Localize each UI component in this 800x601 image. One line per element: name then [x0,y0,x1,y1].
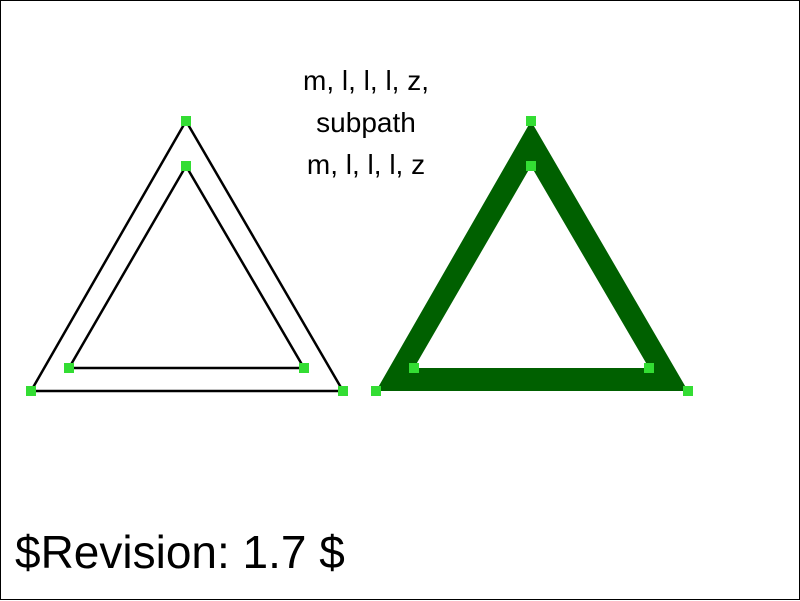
filled-subpath-triangles [376,121,688,391]
vertex-markers [26,116,693,396]
caption-line-1: m, l, l, l, z, [303,65,429,96]
vertex-marker [526,161,536,171]
vertex-marker [181,116,191,126]
vertex-marker [338,386,348,396]
caption-line-3: m, l, l, l, z [306,149,426,180]
outlined-subpath-triangles [28,118,346,393]
vertex-marker [299,363,309,373]
caption-line-2: subpath [316,107,416,138]
vertex-marker [409,363,419,373]
vertex-marker [64,363,74,373]
vertex-marker [181,161,191,171]
vertex-marker [26,386,36,396]
vertex-marker [526,116,536,126]
vertex-marker [644,363,654,373]
vertex-marker [683,386,693,396]
vertex-marker [371,386,381,396]
revision-label: $Revision: 1.7 $ [15,526,345,578]
